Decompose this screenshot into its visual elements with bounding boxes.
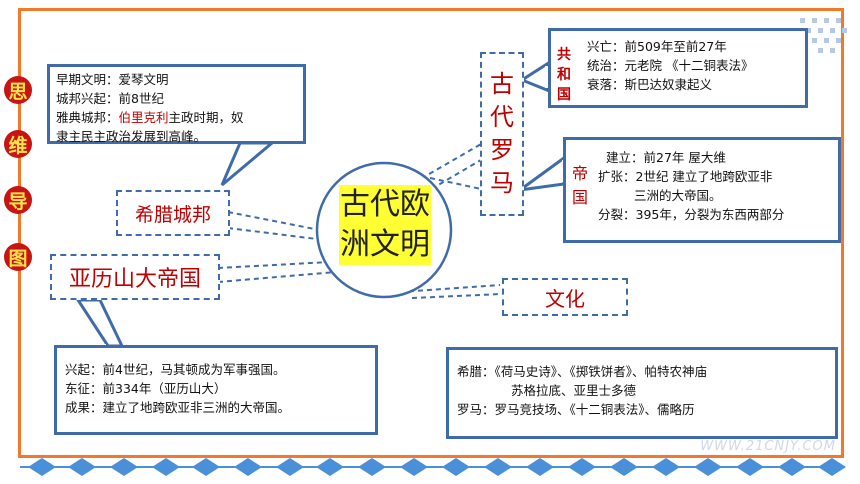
republic-tag-3: 国	[557, 87, 571, 103]
greece-line-4: 隶主民主政治发展到高峰。	[56, 129, 207, 144]
slide-frame	[18, 8, 844, 458]
alexander-line-1: 兴起：前4世纪，马其顿成为军事强国。	[65, 362, 286, 377]
alexander-info-box: 兴起：前4世纪，马其顿成为军事强国。 东征：前334年（亚历山大） 成果：建立了…	[54, 345, 378, 435]
greece-label-box: 希腊城邦	[116, 190, 230, 236]
republic-tag: 共 和 国	[557, 37, 579, 105]
sidebar-char-3: 导	[4, 186, 32, 214]
empire-info-box: 帝 国 建立：前27年 屋大维 扩张：2世纪 建立了地跨欧亚非 三洲的大帝国。 …	[563, 137, 841, 243]
pericles-name: 伯里克利	[118, 110, 169, 125]
rome-char-1: 古	[490, 70, 514, 98]
center-title-line2: 洲文明	[339, 225, 431, 265]
rome-char-3: 罗	[490, 136, 514, 164]
culture-line-3: 罗马：罗马竞技场、《十二铜表法》、儒略历	[457, 402, 695, 417]
culture-label-box: 文化	[502, 278, 628, 316]
greece-line-2: 城邦兴起：前8世纪	[56, 91, 164, 106]
culture-line-2: 苏格拉底、亚里士多德	[511, 383, 637, 398]
empire-line-2: 扩张：2世纪 建立了地跨欧亚非	[598, 169, 773, 184]
republic-line-3: 衰落：斯巴达奴隶起义	[587, 77, 713, 92]
empire-tag: 帝 国	[572, 148, 594, 224]
alexander-label-box: 亚历山大帝国	[50, 254, 220, 300]
culture-line-1: 希腊：《荷马史诗》、《掷铁饼者》、帕特农神庙	[457, 364, 708, 379]
greece-line-3: 雅典城邦：伯里克利主政时期，奴	[56, 108, 297, 127]
sidebar-char-4: 图	[4, 243, 32, 271]
rome-char-4: 马	[490, 169, 514, 197]
empire-line-1: 建立：前27年 屋大维	[606, 150, 726, 165]
watermark: WWW.21CNJY.COM	[700, 439, 836, 454]
rome-label-box: 古 代 罗 马	[480, 52, 524, 216]
empire-tag-1: 帝	[572, 164, 589, 183]
diamond-border-icon	[28, 458, 846, 476]
empire-line-4: 分裂：395年，分裂为东西两部分	[598, 207, 785, 222]
republic-line-2: 统治：元老院 《十二铜表法》	[587, 58, 754, 73]
rome-label: 古 代 罗 马	[490, 68, 514, 200]
greece-line-1: 早期文明：爱琴文明	[56, 72, 169, 87]
alexander-label: 亚历山大帝国	[68, 267, 201, 292]
center-title: 古代欧 洲文明	[333, 185, 437, 265]
republic-tag-1: 共	[557, 47, 571, 63]
callout-tails	[75, 61, 566, 348]
greece-info-box: 早期文明：爱琴文明 城邦兴起：前8世纪 雅典城邦：伯里克利主政时期，奴 隶主民主…	[47, 64, 306, 144]
greece-line-3-pre: 雅典城邦：	[56, 110, 119, 125]
culture-info-box: 希腊：《荷马史诗》、《掷铁饼者》、帕特农神庙 苏格拉底、亚里士多德 罗马：罗马竞…	[446, 347, 838, 439]
empire-line-3: 三洲的大帝国。	[634, 188, 722, 203]
culture-label: 文化	[545, 286, 585, 311]
republic-tag-2: 和	[557, 67, 571, 83]
center-title-line1: 古代欧	[339, 185, 431, 225]
sidebar-char-1: 思	[4, 76, 32, 104]
rome-char-2: 代	[490, 103, 514, 131]
empire-tag-2: 国	[572, 188, 589, 207]
alexander-line-2: 东征：前334年（亚历山大）	[65, 381, 227, 396]
sidebar-char-2: 维	[4, 130, 32, 158]
republic-info-box: 共 和 国 兴亡：前509年至前27年 统治：元老院 《十二铜表法》 衰落：斯巴…	[548, 28, 808, 108]
alexander-line-3: 成果：建立了地跨欧亚非三洲的大帝国。	[65, 400, 291, 415]
greece-label: 希腊城邦	[134, 203, 211, 226]
greece-line-3-post: 主政时期，奴	[168, 110, 244, 125]
connector-lines	[217, 139, 503, 299]
corner-dots-icon	[800, 18, 847, 53]
republic-line-1: 兴亡：前509年至前27年	[587, 39, 727, 54]
